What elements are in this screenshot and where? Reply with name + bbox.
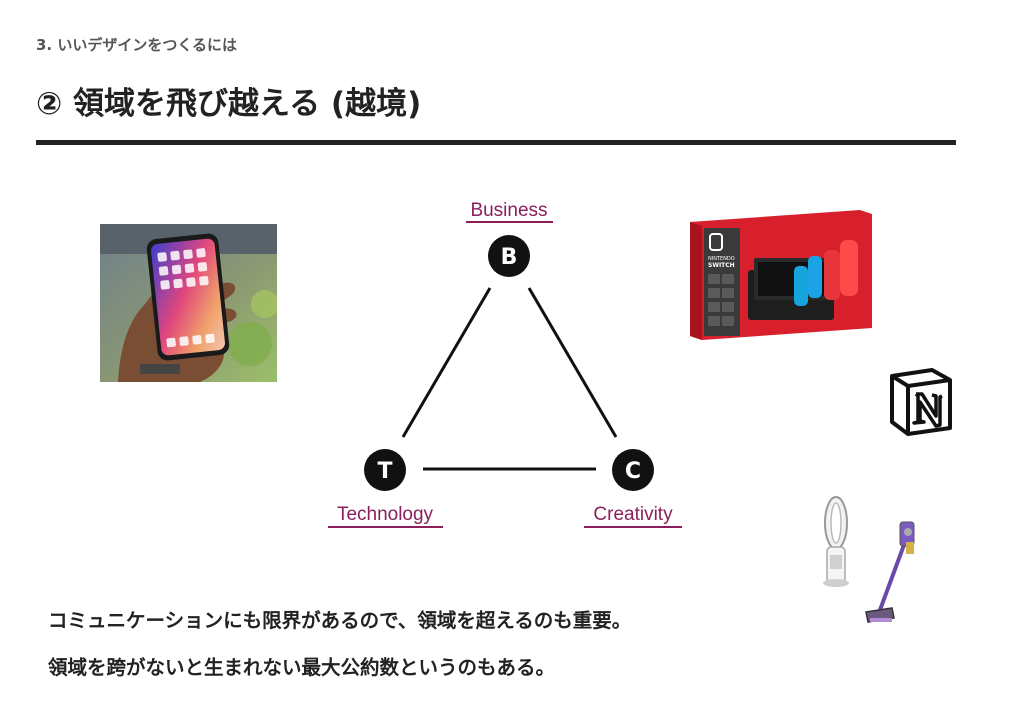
edge-business-technology <box>401 287 492 438</box>
creativity-label: Creativity <box>593 504 673 525</box>
technology-node <box>364 449 406 491</box>
nintendo-switch-box: NINTENDO SWITCH <box>690 210 872 340</box>
business-node <box>488 235 530 277</box>
body-text-line-1: コミュニケーションにも限界があるので、領域を超えるのも重要。 <box>48 609 632 632</box>
edge-business-creativity <box>527 287 618 438</box>
switch-logo-text-2: SWITCH <box>708 262 735 269</box>
technology-label: Technology <box>337 504 434 525</box>
switch-logo-text-1: NINTENDO <box>708 256 735 262</box>
title-rule <box>36 140 956 145</box>
creativity-node <box>612 449 654 491</box>
dyson-fan <box>816 495 856 590</box>
technology-node-letter: T <box>377 459 392 484</box>
iphone-photo <box>100 224 277 382</box>
business-node-letter: B <box>501 245 518 270</box>
btc-diagram: Business B T Technology C Creativity <box>300 180 720 550</box>
notion-logo <box>886 366 956 436</box>
section-label: 3. いいデザインをつくるには <box>36 36 238 54</box>
business-label: Business <box>470 200 547 221</box>
slide-title: ② 領域を飛び越える (越境) <box>36 86 422 122</box>
body-text-line-2: 領域を跨がないと生まれない最大公約数というのもある。 <box>48 656 556 679</box>
dyson-vacuum <box>862 520 922 626</box>
creativity-node-letter: C <box>625 459 641 484</box>
